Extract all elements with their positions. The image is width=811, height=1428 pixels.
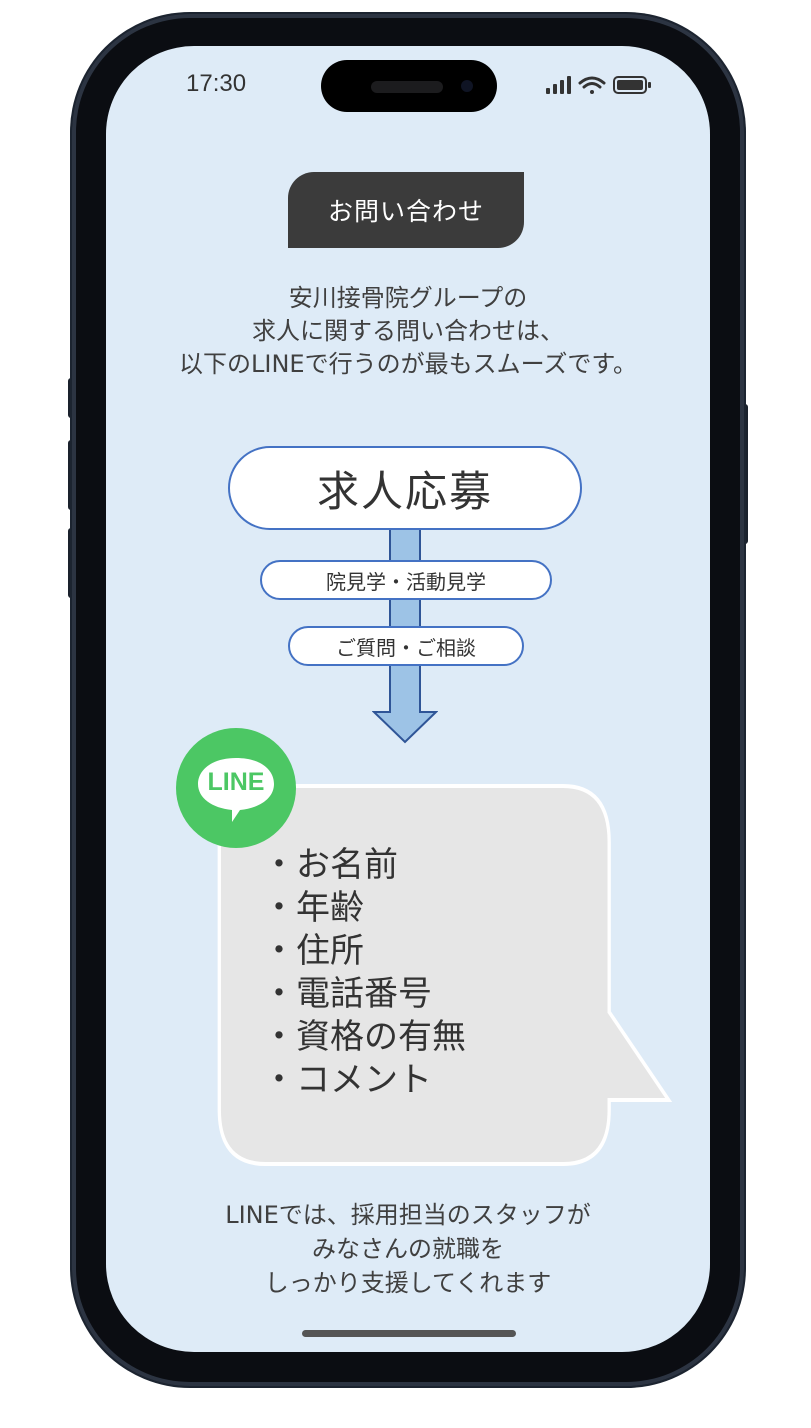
line-logo-text: LINE	[207, 768, 265, 796]
intro-text: 安川接骨院グループの 求人に関する問い合わせは、 以下のLINEで行うのが最もス…	[106, 282, 710, 381]
questions-label: ご質問・ご相談	[288, 626, 524, 666]
outro-line: みなさんの就職を	[312, 1235, 504, 1263]
speaker	[371, 81, 443, 93]
battery-icon	[613, 76, 651, 94]
list-item: ・住所	[262, 931, 364, 971]
outro-line: しっかり支援してくれます	[264, 1269, 552, 1297]
line-bubble-shape	[198, 758, 274, 822]
list-item: ・資格の有無	[262, 1017, 466, 1057]
volume-up-button	[68, 440, 74, 510]
outro-text: LINEでは、採用担当のスタッフが みなさんの就職を しっかり支援してくれます	[106, 1198, 710, 1300]
job-application-label: 求人応募	[228, 446, 582, 530]
home-indicator[interactable]	[302, 1330, 516, 1337]
intro-line: 安川接骨院グループの	[288, 284, 528, 312]
list-item: ・電話番号	[262, 974, 432, 1014]
camera-icon	[461, 80, 473, 92]
outro-line: LINEでは、採用担当のスタッフが	[225, 1201, 591, 1229]
list-item: ・年齢	[262, 888, 364, 928]
tour-label: 院見学・活動見学	[260, 560, 552, 600]
action-button	[68, 378, 74, 418]
signal-icon	[546, 76, 571, 94]
line-logo-icon: LINE	[176, 728, 296, 848]
list-item: ・お名前	[262, 845, 398, 885]
status-icons	[546, 76, 651, 94]
volume-down-button	[68, 528, 74, 598]
power-button	[742, 404, 748, 544]
intro-line: 以下のLINEで行うのが最もスムーズです。	[179, 350, 637, 378]
required-info-list: ・お名前 ・年齢 ・住所 ・電話番号 ・資格の有無 ・コメント	[262, 844, 466, 1102]
phone-screen: 17:30 お問い合わせ 安川	[106, 46, 710, 1352]
status-time: 17:30	[186, 70, 247, 97]
page-title: お問い合わせ	[288, 172, 524, 248]
intro-line: 求人に関する問い合わせは、	[252, 317, 564, 345]
list-item: ・コメント	[262, 1060, 432, 1100]
wifi-icon	[578, 76, 606, 94]
dynamic-island	[321, 60, 497, 112]
